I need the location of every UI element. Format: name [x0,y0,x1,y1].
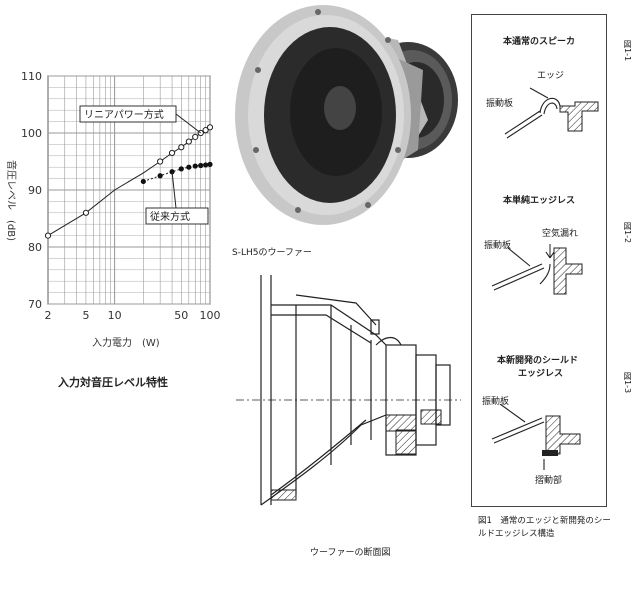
y-axis-label: 音圧レベル (dB) [5,160,18,241]
photo-caption: S-LH5のウーファー [232,248,312,258]
chart-series [44,113,214,239]
series-linear-point [178,144,185,151]
x-tick-label: 5 [82,309,89,322]
legend-conventional: 従来方式 [145,207,209,225]
series-conventional-point [186,164,192,170]
x-tick-label: 100 [200,309,221,322]
series-linear-point [157,158,164,165]
panel2-diaphragm-label: 振動板 [484,241,512,251]
series-linear-point [202,127,209,134]
series-linear-point [168,149,176,157]
panel2-title: 本単純エッジレス [503,196,576,206]
panel2-drawing [491,244,583,295]
section-caption: ウーファーの断面図 [310,548,391,558]
y-tick-label: 110 [21,70,42,83]
series-linear-point [82,209,90,216]
edge-structure-figure [471,14,607,507]
legend-linear: リニアパワー方式 [79,105,177,123]
y-tick-label: 70 [28,298,42,311]
legend-conventional-leader [171,171,177,209]
series-linear-point [192,133,199,141]
series-conventional-point [140,178,146,185]
x-tick-label: 50 [174,309,188,322]
woofer-cross-section [236,275,461,506]
y-tick-label: 100 [21,127,42,140]
panel2-air-label: 空気漏れ [542,229,579,239]
series-linear-point [44,232,52,239]
legend-linear-label: リニアパワー方式 [84,108,164,121]
series-conventional-point [203,162,209,168]
panel1-edge-label: エッジ [537,71,565,81]
panel3-title-line2: エッジレス [518,369,564,379]
x-tick-label: 10 [108,309,122,322]
series-linear-point [206,124,214,131]
panel3-diaphragm-label: 振動板 [482,397,510,407]
panel1-diaphragm-label: 振動板 [486,99,514,109]
legend-conventional-label: 従来方式 [150,210,190,223]
x-tick-label: 2 [45,309,52,322]
woofer-photo [228,0,468,240]
panel1-title: 本通常のスピーカ [503,37,576,47]
figure-caption-line1: 図1 通常のエッジと新開発のシー [478,516,611,526]
panel3-title-line1: 本新開発のシールド [497,356,579,366]
chart-ticks: 70 80 90 100 110 2 5 10 50 100 [21,70,221,322]
series-linear-point [185,138,192,145]
panel1-side-label: 図1-1 [623,40,632,62]
chart-title: 入力対音圧レベル特性 [58,376,168,389]
y-tick-label: 90 [28,184,42,197]
x-axis-label: 入力電力 (W) [92,336,160,349]
panel1-drawing [504,87,599,139]
panel3-drawing [491,404,581,470]
series-conventional-line [143,163,211,182]
series-conventional-point [198,162,204,169]
series-conventional-point [157,173,163,179]
y-tick-label: 80 [28,241,42,254]
panel3-slide-label: 摺動部 [535,476,563,486]
series-conventional-point [207,161,213,167]
legend-linear-leader [175,113,202,134]
figure-caption-line2: ルドエッジレス構造 [478,529,555,539]
spl-chart: 70 80 90 100 110 2 5 10 50 100 音圧レベル (dB) リニアパワー方… [5,70,221,349]
series-conventional-point [178,166,184,172]
panel2-side-label: 図1-2 [623,222,632,244]
panel3-side-label: 図1-3 [623,372,632,394]
series-conventional-point [192,163,198,169]
